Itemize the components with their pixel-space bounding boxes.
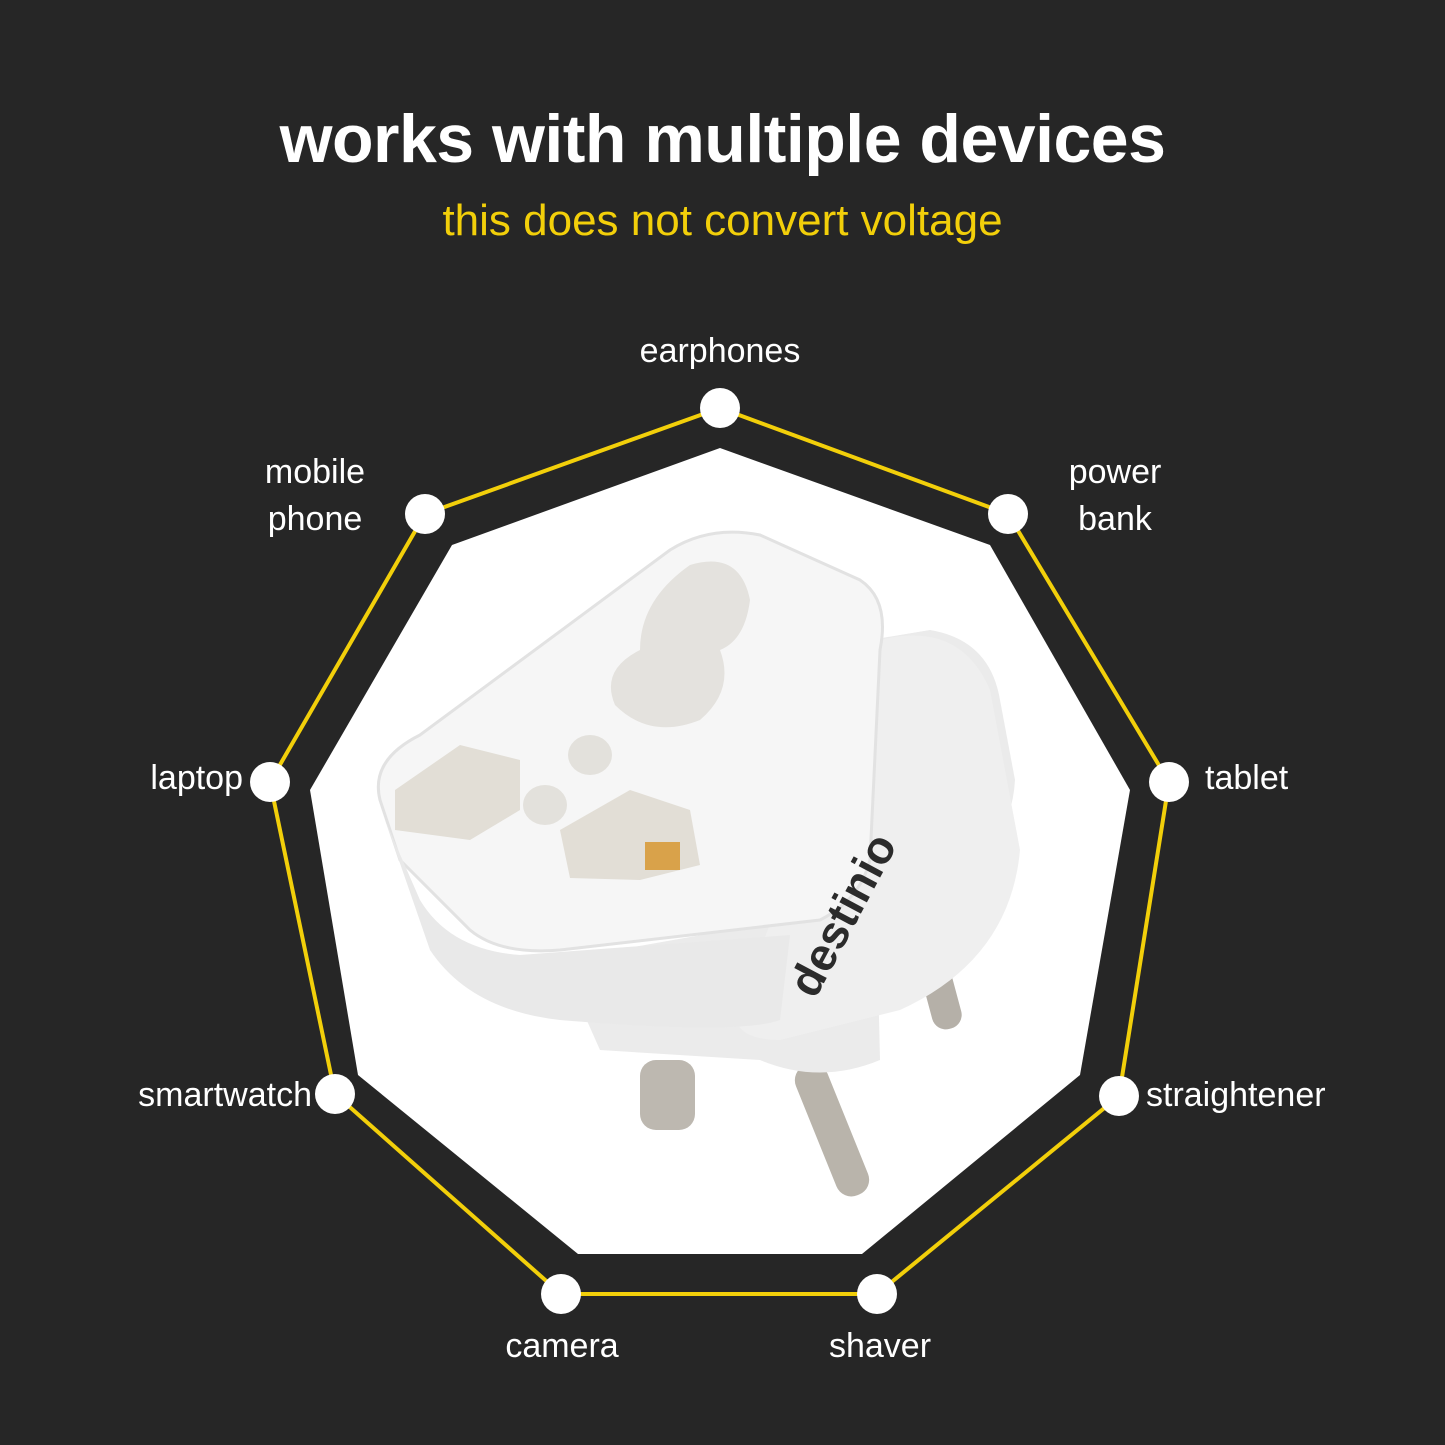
label-mobile-phone: mobile phone <box>265 449 365 543</box>
page-subtitle: this does not convert voltage <box>442 196 1003 245</box>
node-laptop <box>250 762 290 802</box>
product-adapter-image: destinio <box>376 530 1020 1197</box>
label-tablet: tablet <box>1205 759 1289 797</box>
label-straightener: straightener <box>1146 1076 1326 1114</box>
label-mobile-phone-line1: mobile <box>264 453 366 491</box>
node-mobile-phone <box>405 494 445 534</box>
node-straightener <box>1099 1076 1139 1116</box>
node-earphones <box>700 388 740 428</box>
label-mobile-phone-line2: phone <box>267 500 363 538</box>
label-smartwatch: smartwatch <box>138 1076 312 1114</box>
node-camera <box>541 1274 581 1314</box>
node-tablet <box>1149 762 1189 802</box>
label-laptop: laptop <box>150 759 243 797</box>
label-power-bank-line1: power <box>1068 453 1162 491</box>
label-shaver: shaver <box>828 1327 932 1365</box>
node-power-bank <box>988 494 1028 534</box>
label-power-bank: power bank <box>1069 449 1162 543</box>
page-title: works with multiple devices <box>279 101 1166 177</box>
label-earphones: earphones <box>639 332 801 370</box>
node-smartwatch <box>315 1074 355 1114</box>
label-camera: camera <box>505 1327 619 1365</box>
yellow-nonagon-outline <box>267 405 1172 1296</box>
device-nodes <box>250 388 1189 1314</box>
node-shaver <box>857 1274 897 1314</box>
label-power-bank-line2: bank <box>1078 500 1152 538</box>
